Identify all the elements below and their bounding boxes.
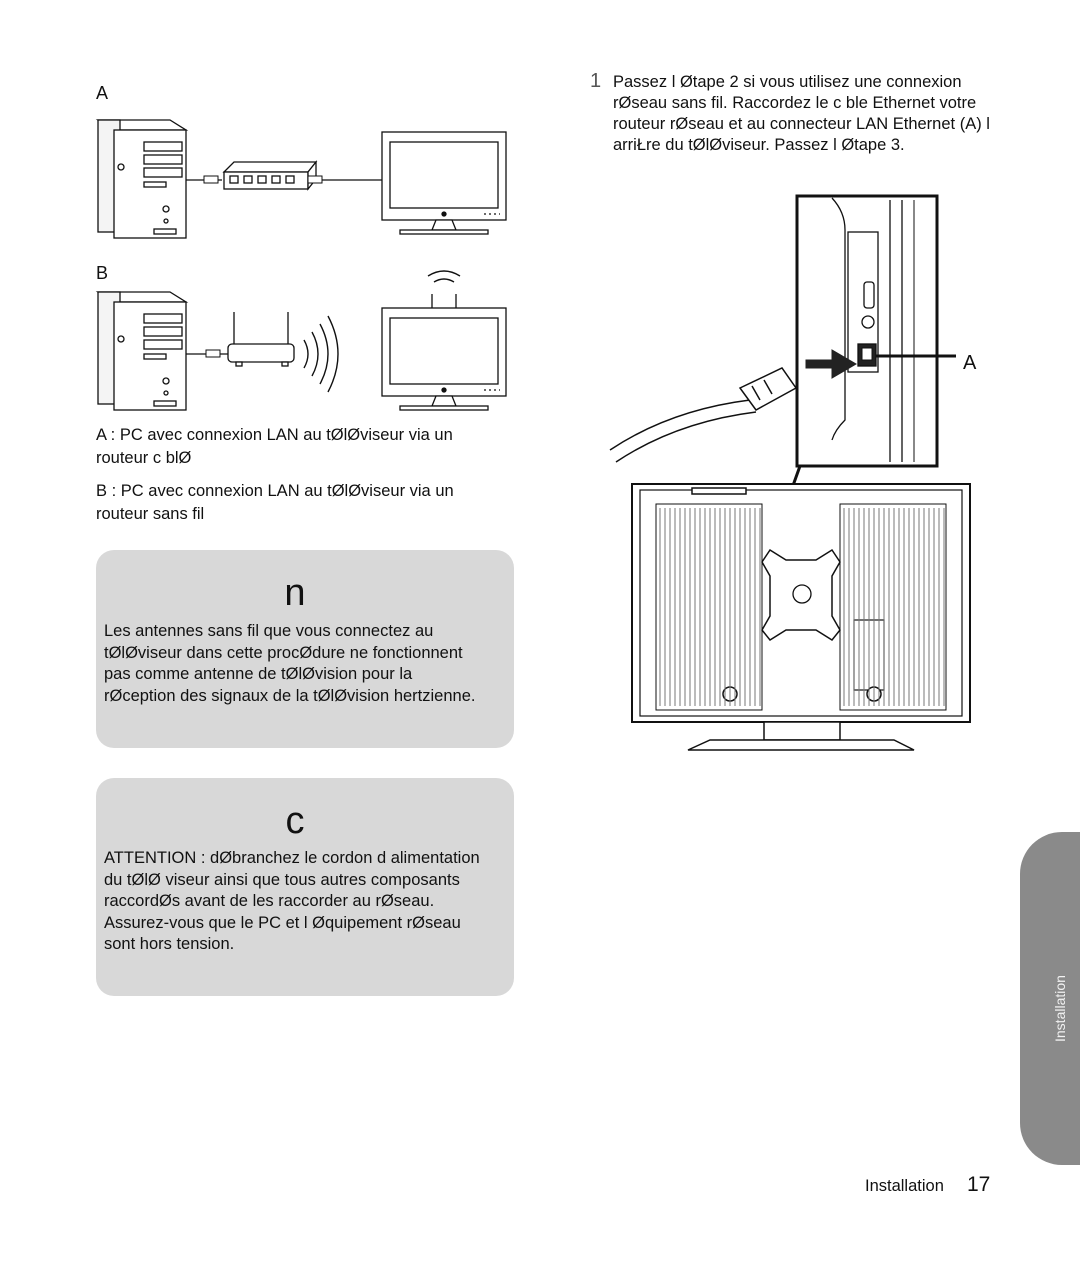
tv-icon xyxy=(381,131,507,235)
wifi-signal-icon xyxy=(303,315,339,393)
lan-port-callout-label: A xyxy=(963,352,977,374)
note-icon: n xyxy=(284,572,306,614)
figure-a-label: A xyxy=(96,83,109,103)
wired-setup-illustration xyxy=(95,119,507,239)
wifi-signal-icon xyxy=(427,270,461,283)
step-instruction-text: Passez l Øtape 2 si vous utilisez une co… xyxy=(613,73,990,154)
pc-tower-icon xyxy=(95,291,189,411)
tv-icon xyxy=(381,294,507,411)
step-number: 1 xyxy=(590,70,602,92)
note-text: Les antennes sans fil que vous connectez… xyxy=(104,622,476,705)
caution-text: ATTENTION : dØbranchez le cordon d alime… xyxy=(104,849,480,953)
caution-box: c ATTENTION : dØbranchez le cordon d ali… xyxy=(96,778,514,996)
wired-router-icon xyxy=(222,160,318,191)
tv-back-panel xyxy=(631,483,971,751)
section-side-tab xyxy=(1020,832,1080,1165)
note-box: n Les antennes sans fil que vous connect… xyxy=(96,550,514,748)
pc-tower-icon xyxy=(95,119,189,239)
footer-section-name: Installation xyxy=(865,1177,944,1195)
caption-figure-a: A : PC avec connexion LAN au tØlØviseur … xyxy=(96,426,453,467)
lan-port-closeup xyxy=(795,194,939,468)
caption-figure-b: B : PC avec connexion LAN au tØlØviseur … xyxy=(96,482,454,523)
page-number: 17 xyxy=(967,1173,991,1196)
insert-arrow-icon xyxy=(805,349,857,379)
side-tab-label: Installation xyxy=(1052,975,1068,1042)
ethernet-cable-icon xyxy=(609,367,798,463)
caution-icon: c xyxy=(285,800,305,842)
tv-rear-diagram: A xyxy=(609,194,977,751)
wireless-setup-illustration xyxy=(95,270,507,411)
figure-b-label: B xyxy=(96,263,109,283)
tv-vent-lines xyxy=(659,508,945,706)
wireless-router-icon xyxy=(227,312,295,367)
